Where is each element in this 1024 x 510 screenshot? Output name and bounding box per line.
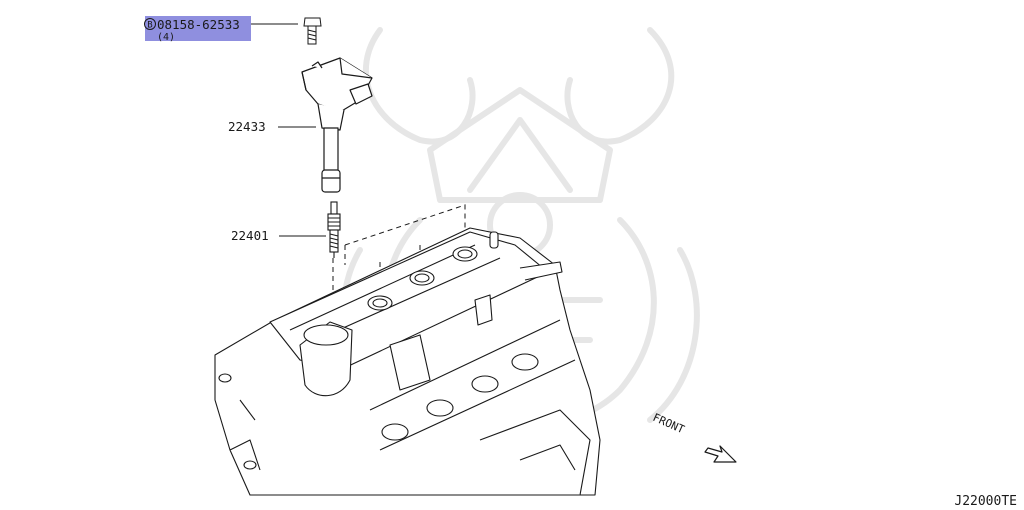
callout-part-number: 08158-62533	[157, 17, 240, 32]
front-arrow-icon	[704, 445, 737, 463]
callout-spark-plug[interactable]: 22401	[231, 228, 326, 243]
callout-ignition-coil[interactable]: 22433	[228, 119, 316, 134]
callout-marker	[144, 18, 156, 30]
callout-highlight	[145, 16, 251, 41]
callout-part-number: 22401	[231, 228, 269, 243]
callout-bolt[interactable]: B 08158-62533 (4)	[144, 17, 299, 43]
bolt-icon	[303, 17, 322, 45]
front-label: FRONT	[651, 411, 687, 436]
callout-part-number: 22433	[228, 119, 266, 134]
front-direction: FRONT	[651, 411, 737, 463]
ignition-coil-icon	[301, 57, 373, 193]
callout-marker-letter: B	[147, 21, 152, 31]
engine-head-icon	[214, 227, 601, 496]
spark-plug-icon	[327, 201, 341, 258]
callout-quantity: (4)	[157, 32, 175, 43]
figure-code: J22000TE	[954, 494, 1017, 509]
